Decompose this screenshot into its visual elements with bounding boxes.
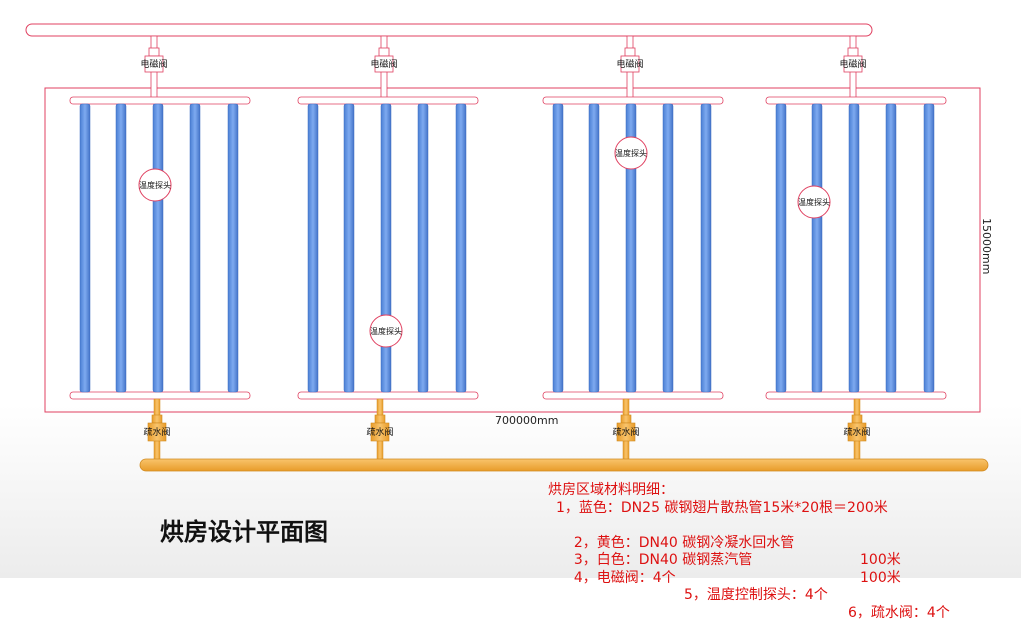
temperature-probe-1 xyxy=(138,168,172,202)
finned-pipe-2-1 xyxy=(307,103,319,393)
drain-valve-top-2 xyxy=(374,414,386,424)
solenoid-valve-label-2: 电磁阀 xyxy=(370,58,397,70)
finned-pipe-4-1 xyxy=(775,103,787,393)
finned-pipe-3-5 xyxy=(700,103,712,393)
legend-item-6: 6，疏水阀：4个 xyxy=(848,604,950,621)
solenoid-valve-top-4 xyxy=(847,47,859,57)
dimension-height-label: 15000mm xyxy=(980,218,993,274)
solenoid-valve-label-1: 电磁阀 xyxy=(140,58,167,70)
drain-valve-label-3: 疏水阀 xyxy=(612,426,639,438)
room-outline xyxy=(44,87,981,413)
drain-valve-icon-4 xyxy=(847,422,867,442)
legend-item-1: 1，蓝色：DN25 碳钢翅片散热管15米*20根＝200米 xyxy=(556,499,888,516)
bottom-header-pipe-2 xyxy=(297,391,479,400)
finned-pipe-2-4 xyxy=(417,103,429,393)
finned-pipe-3-1 xyxy=(552,103,564,393)
temperature-probe-4 xyxy=(797,185,831,219)
finned-pipe-4-2 xyxy=(811,103,823,393)
steam-main-pipe xyxy=(25,23,873,37)
finned-pipe-1-1 xyxy=(79,103,91,393)
top-header-pipe-2 xyxy=(297,96,479,105)
temperature-probe-label-4: 温度探头 xyxy=(798,197,830,207)
bottom-header-pipe-4 xyxy=(765,391,947,400)
drain-valve-icon-3 xyxy=(616,422,636,442)
drain-valve-icon-1 xyxy=(147,422,167,442)
condensate-return-pipe xyxy=(139,458,989,472)
materials-legend: 烘房区域材料明细： 1，蓝色：DN25 碳钢翅片散热管15米*20根＝200米 … xyxy=(548,482,950,621)
solenoid-valve-label-4: 电磁阀 xyxy=(839,58,866,70)
temperature-probe-label-3: 温度探头 xyxy=(615,148,647,158)
finned-pipe-1-5 xyxy=(227,103,239,393)
drain-valve-icon-2 xyxy=(370,422,390,442)
drain-valve-label-2: 疏水阀 xyxy=(366,426,393,438)
solenoid-valve-top-1 xyxy=(148,47,160,57)
dimension-width-label: 700000mm xyxy=(495,414,558,427)
finned-pipe-4-4 xyxy=(885,103,897,393)
solenoid-valve-icon-3 xyxy=(620,55,640,73)
solenoid-valve-label-3: 电磁阀 xyxy=(616,58,643,70)
legend-item-3: 3，白色：DN40 碳钢蒸汽管 100米 xyxy=(548,535,901,586)
drain-valve-label-1: 疏水阀 xyxy=(143,426,170,438)
finned-pipe-1-2 xyxy=(115,103,127,393)
temperature-probe-label-2: 温度探头 xyxy=(370,326,402,336)
legend-item-5: 5，温度控制探头：4个 xyxy=(684,587,828,603)
drain-valve-top-4 xyxy=(851,414,863,424)
finned-pipe-2-5 xyxy=(455,103,467,393)
drain-valve-label-4: 疏水阀 xyxy=(843,426,870,438)
legend-heading: 烘房区域材料明细： xyxy=(548,482,674,498)
solenoid-valve-icon-2 xyxy=(374,55,394,73)
solenoid-valve-top-2 xyxy=(378,47,390,57)
legend-item-4-6: 4，电磁阀：4个 5，温度控制探头：4个 6，疏水阀：4个 xyxy=(548,552,950,621)
plan-title: 烘房设计平面图 xyxy=(160,518,328,546)
drain-valve-top-3 xyxy=(620,414,632,424)
temperature-probe-2 xyxy=(369,314,403,348)
drain-valve-top-1 xyxy=(151,414,163,424)
finned-pipe-4-3 xyxy=(848,103,860,393)
temperature-probe-3 xyxy=(614,136,648,170)
finned-pipe-3-3 xyxy=(625,103,637,393)
solenoid-valve-icon-4 xyxy=(843,55,863,73)
temperature-probe-label-1: 温度探头 xyxy=(139,180,171,190)
finned-pipe-3-2 xyxy=(588,103,600,393)
solenoid-valve-top-3 xyxy=(624,47,636,57)
finned-pipe-3-4 xyxy=(662,103,674,393)
finned-pipe-1-4 xyxy=(189,103,201,393)
legend-item-3-length: 100米 xyxy=(860,569,901,586)
top-header-pipe-1 xyxy=(69,96,251,105)
top-header-pipe-3 xyxy=(542,96,724,105)
legend-item-2: 2，黄色：DN40 碳钢冷凝水回水管 100米 xyxy=(548,517,901,569)
legend-item-3-text: 3，白色：DN40 碳钢蒸汽管 xyxy=(573,552,753,568)
finned-pipe-1-3 xyxy=(152,103,164,393)
bottom-header-pipe-1 xyxy=(69,391,251,400)
solenoid-valve-icon-1 xyxy=(144,55,164,73)
bottom-header-pipe-3 xyxy=(542,391,724,400)
legend-item-2-length: 100米 xyxy=(860,552,901,568)
top-header-pipe-4 xyxy=(765,96,947,105)
finned-pipe-2-2 xyxy=(343,103,355,393)
finned-pipe-4-5 xyxy=(923,103,935,393)
legend-item-2-text: 2，黄色：DN40 碳钢冷凝水回水管 xyxy=(573,534,795,551)
finned-pipe-2-3 xyxy=(380,103,392,393)
